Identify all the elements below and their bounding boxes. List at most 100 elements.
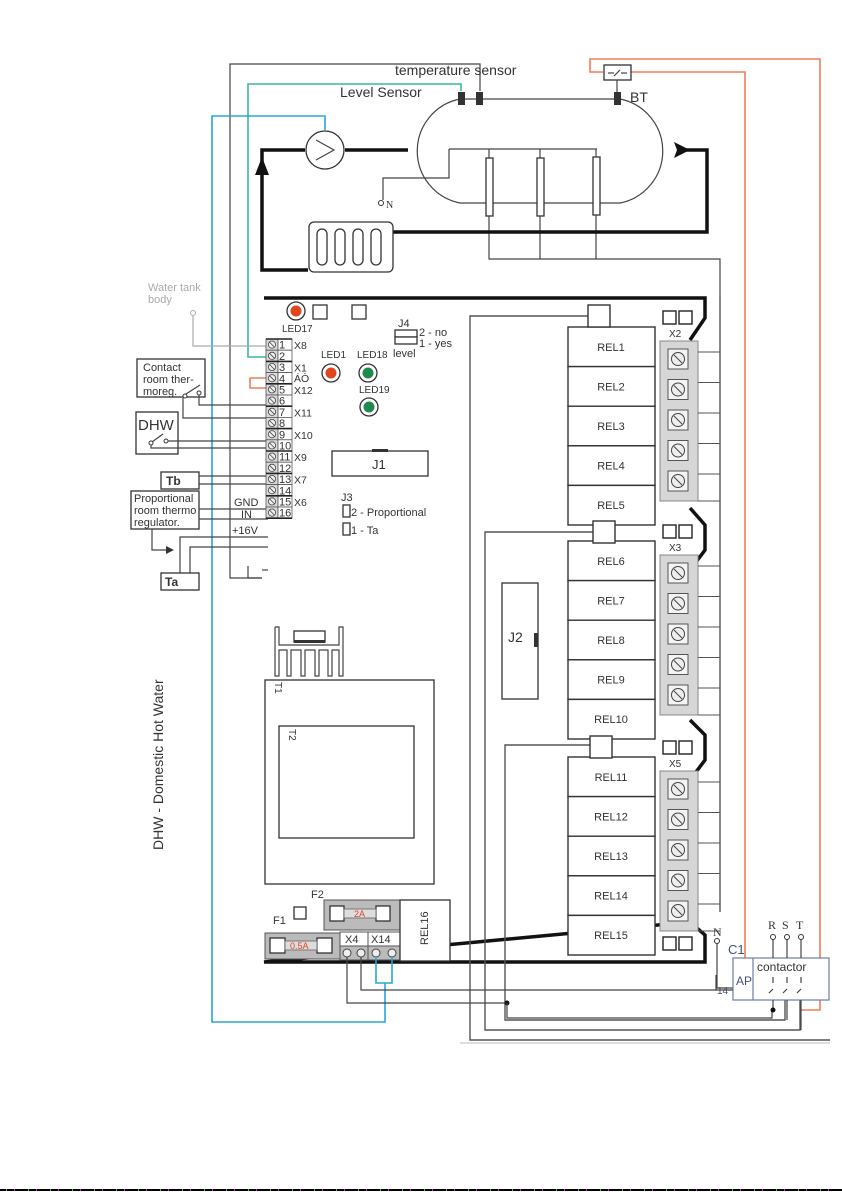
contactor-n-label: N	[713, 925, 722, 939]
svg-text:moreg.: moreg.	[143, 386, 177, 398]
screw-terminal[interactable]	[667, 778, 689, 800]
led-label: LED19	[359, 385, 390, 396]
relay-rel1: REL1	[567, 326, 656, 368]
relay-rel5: REL5	[567, 484, 656, 526]
phase-t-label: T	[796, 918, 804, 932]
terminal-6[interactable]: 6	[265, 394, 293, 408]
transformer-t2: T2	[278, 725, 415, 839]
x6-jumper	[247, 566, 262, 579]
terminal-block-x3	[659, 554, 699, 716]
board-bus-wire-2	[484, 531, 801, 1031]
contact-room-thermoregulator: Contact room ther- moreg.	[136, 358, 206, 399]
terminal-group-label: X12	[294, 385, 313, 397]
relay-rel15: REL15	[567, 914, 656, 956]
relay-label: REL7	[597, 595, 625, 607]
svg-text:Contact: Contact	[143, 362, 181, 374]
svg-text:2 - no: 2 - no	[419, 327, 447, 339]
relay-output-wires	[698, 351, 720, 932]
relay-connector	[592, 520, 616, 544]
sensor-wires	[211, 58, 821, 1023]
wire-junction	[770, 1007, 776, 1013]
svg-text:J3: J3	[341, 492, 353, 504]
heating-element-1	[485, 157, 494, 217]
board-pad	[312, 304, 328, 320]
neutral-wire	[382, 149, 450, 200]
phase-r-label: R	[768, 918, 776, 932]
in-label: IN	[241, 509, 252, 521]
terminal-number: 11	[279, 452, 290, 464]
phase-s-label: S	[782, 918, 789, 932]
relay-label: REL5	[597, 500, 625, 512]
screw-terminal[interactable]	[667, 809, 689, 830]
relay-label: REL12	[594, 811, 628, 823]
screw-terminal[interactable]	[667, 593, 689, 614]
water-tank-body-label-1: Water tank	[148, 282, 201, 294]
relay-rel8: REL8	[567, 619, 656, 661]
svg-text:Ta: Ta	[165, 575, 178, 589]
relay-rel11: REL11	[567, 756, 656, 798]
terminal-group-label: X9	[294, 452, 307, 464]
relay-bank: REL1REL2REL3REL4REL5REL6REL7REL8REL9REL1…	[567, 304, 699, 956]
terminal-8[interactable]: 8	[265, 416, 293, 430]
contactor: N C1 AP 14 contactor R S T	[713, 918, 830, 1030]
screw-terminal[interactable]	[667, 379, 689, 400]
led-label: LED17	[282, 324, 313, 335]
terminal-12[interactable]: 12	[265, 461, 293, 475]
ta-sensor: Ta	[160, 572, 200, 591]
led-label: LED18	[357, 350, 388, 361]
screw-terminal[interactable]	[667, 870, 689, 891]
board-pad	[678, 310, 693, 325]
terminal-11[interactable]: 11 X9	[265, 450, 307, 464]
gnd-label: GND	[234, 497, 259, 509]
relay-rel9: REL9	[567, 659, 656, 701]
terminal-14[interactable]: 14	[265, 484, 293, 498]
ta-wire-a	[179, 536, 268, 573]
screw-terminal[interactable]	[667, 440, 689, 461]
level-sensor-label: Level Sensor	[340, 84, 422, 100]
terminal-number: 7	[279, 407, 285, 419]
relay-rel2: REL2	[567, 365, 656, 407]
heatsink	[274, 626, 344, 677]
bt-wire-outer	[589, 58, 821, 1011]
terminal-block-x5	[659, 770, 699, 932]
x4-wire-a	[346, 957, 507, 1004]
screw-terminal[interactable]	[667, 623, 689, 645]
screw-terminal[interactable]	[667, 839, 689, 861]
page-bottom-edge	[0, 1189, 842, 1191]
jumper-j4: J4 2 - no 1 - yes level	[393, 318, 453, 360]
screw-terminal[interactable]	[667, 684, 689, 706]
contact-wire-a	[198, 395, 268, 406]
fuse-f2: F2 2A	[293, 889, 401, 931]
screw-terminal[interactable]	[667, 409, 689, 431]
svg-text:F1: F1	[273, 915, 286, 927]
relay-label: REL10	[594, 714, 628, 726]
control-board-outline	[263, 296, 707, 964]
svg-text:1 - Ta: 1 - Ta	[351, 525, 379, 537]
terminal-group-label: X6	[294, 497, 307, 509]
screw-terminal[interactable]	[667, 562, 689, 584]
x14-jumper	[375, 957, 393, 984]
board-bus-wire-3	[504, 744, 786, 1021]
fuse-f2-rating: 2A	[354, 909, 365, 919]
screw-terminal[interactable]	[667, 654, 689, 675]
board-pad	[293, 906, 307, 920]
relay-rel3: REL3	[567, 405, 656, 447]
relay-label: REL4	[597, 461, 625, 473]
screw-terminal[interactable]	[667, 348, 689, 370]
screw-terminal[interactable]	[667, 470, 689, 492]
svg-text:room thermo: room thermo	[134, 505, 196, 517]
led-led19: LED19	[359, 385, 390, 417]
screw-terminal[interactable]	[667, 900, 689, 922]
relay-rel7: REL7	[567, 579, 656, 621]
terminal-block-label: X3	[669, 543, 682, 554]
svg-text:level: level	[393, 348, 416, 360]
contact-wire-b	[182, 398, 268, 419]
heating-circuit	[255, 130, 709, 273]
terminal-group-label: X11	[294, 407, 312, 419]
terminal-number: 4	[279, 373, 285, 385]
dhw-legend: DHW - Domestic Hot Water	[150, 679, 166, 850]
